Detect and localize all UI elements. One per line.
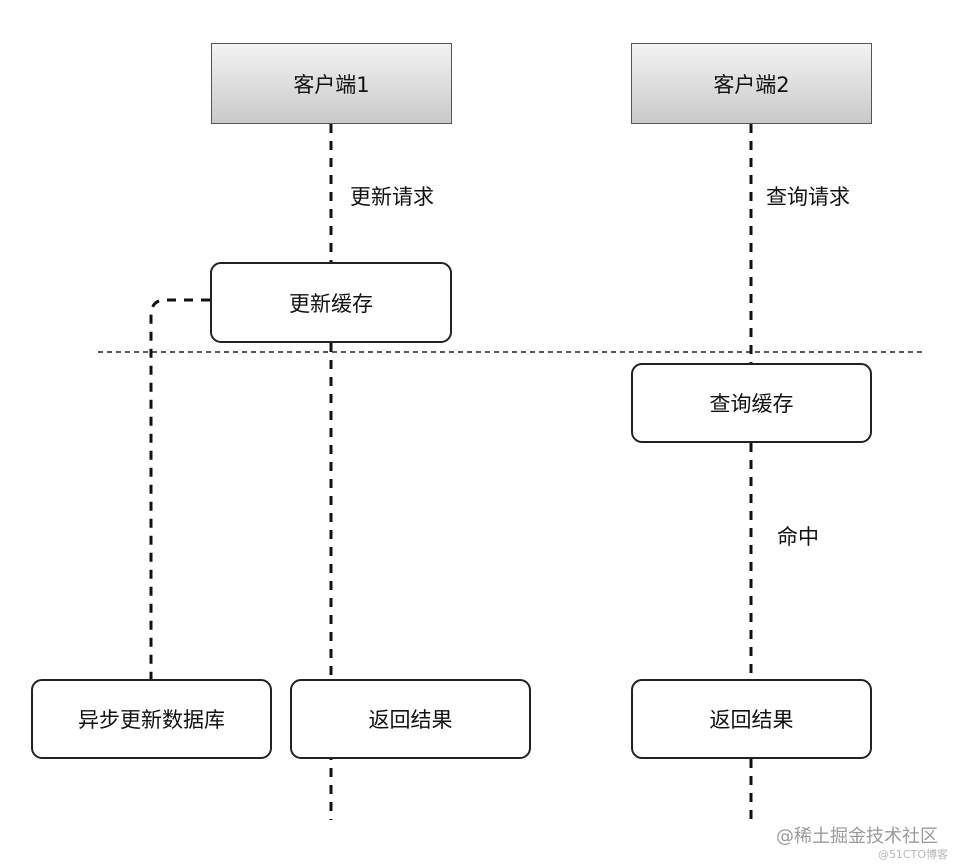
- query-cache-label: 查询缓存: [709, 392, 794, 416]
- client1-actor-label: 客户端1: [293, 72, 370, 97]
- client1-actor: 客户端1: [211, 43, 452, 124]
- client2-actor-label: 客户端2: [713, 72, 790, 97]
- update-request-label: 更新请求: [350, 185, 434, 209]
- cto-watermark: @51CTO博客: [877, 848, 948, 861]
- update-cache-label: 更新缓存: [289, 291, 373, 316]
- async-branch-path: [149, 298, 210, 680]
- return-result-box-client2: 返回结果: [631, 679, 872, 759]
- return-result-label-client2: 返回结果: [709, 708, 794, 732]
- async-update-db-label: 异步更新数据库: [78, 708, 225, 732]
- update-cache-box: 更新缓存: [210, 262, 452, 343]
- return-result-box-client1: 返回结果: [290, 679, 531, 759]
- query-cache-box: 查询缓存: [631, 363, 872, 443]
- query-request-label: 查询请求: [766, 185, 850, 209]
- juejin-watermark: @稀土掘金技术社区: [776, 826, 938, 847]
- async-update-db-box: 异步更新数据库: [31, 679, 272, 759]
- return-result-label-client1: 返回结果: [368, 708, 453, 732]
- hit-label: 命中: [777, 525, 819, 549]
- client2-actor: 客户端2: [631, 43, 872, 124]
